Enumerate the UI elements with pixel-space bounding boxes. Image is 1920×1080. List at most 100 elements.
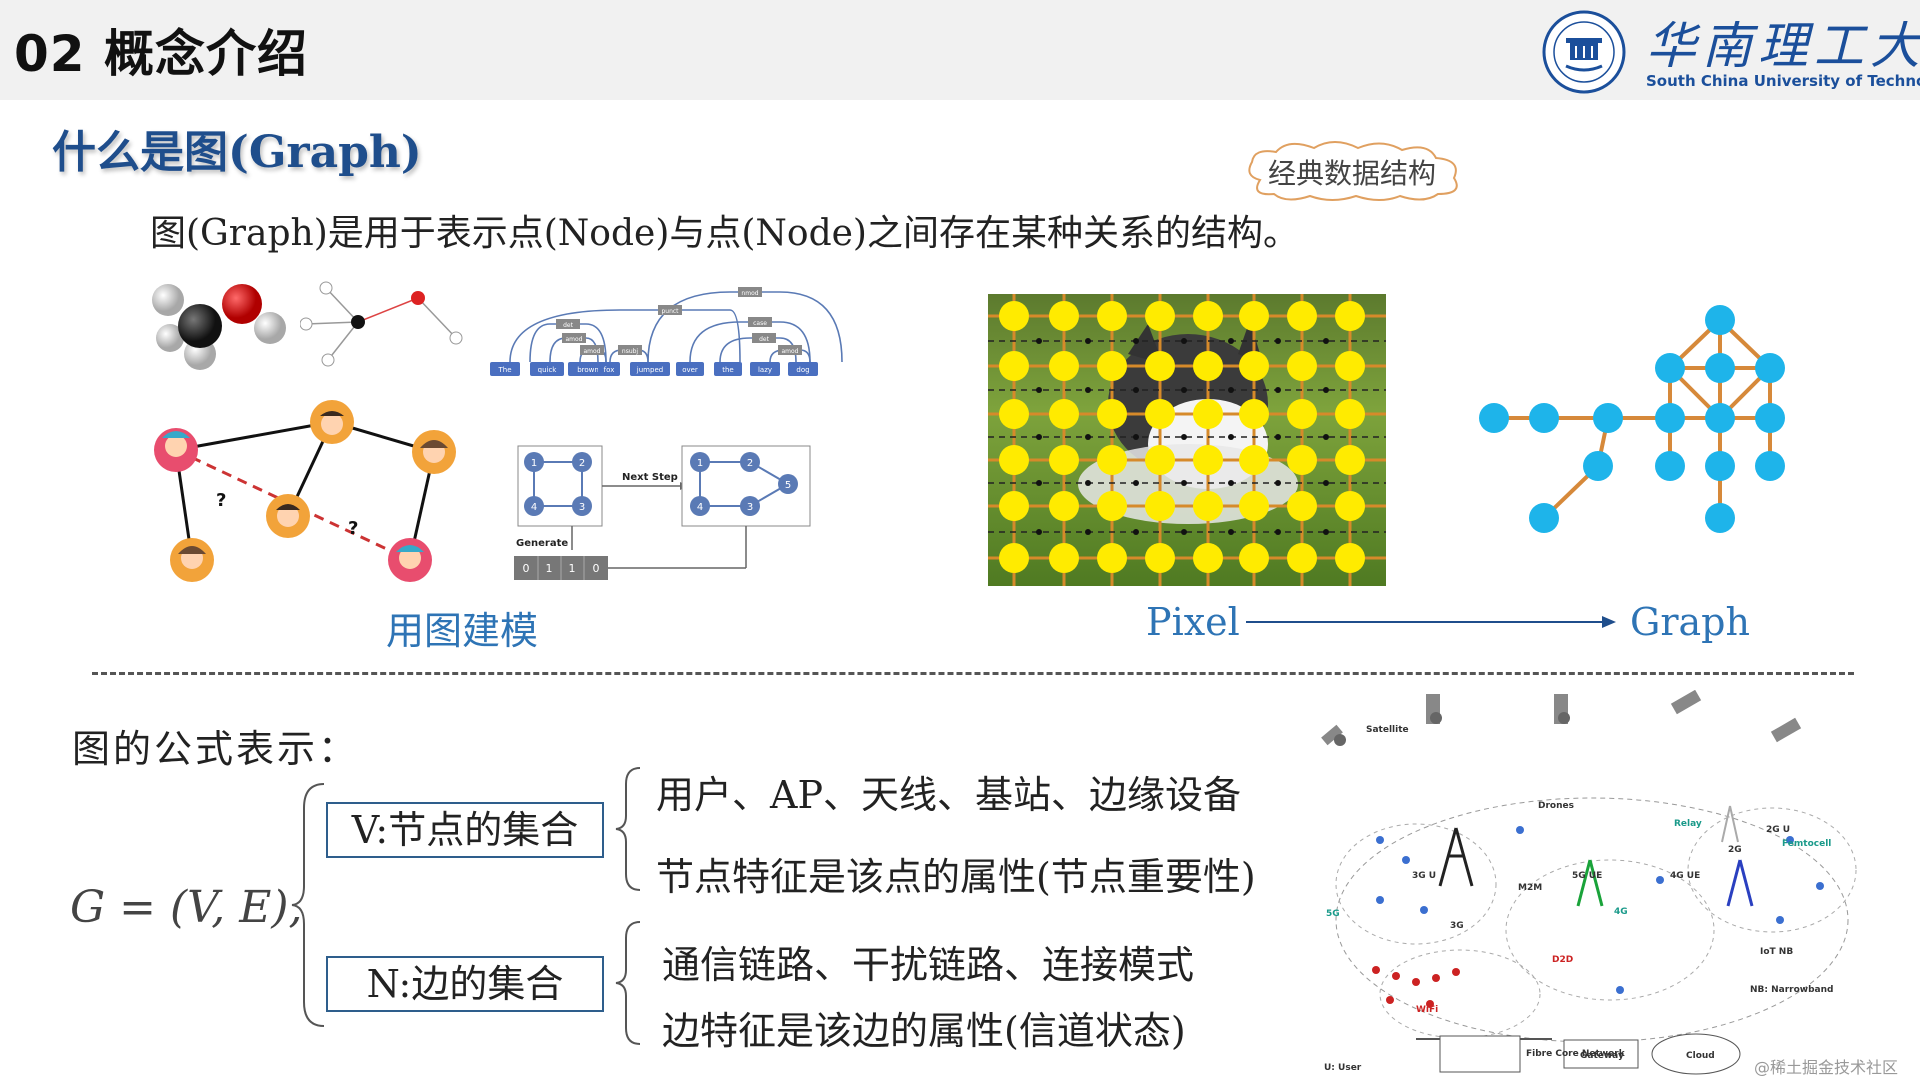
pixel-node [999, 399, 1029, 429]
unknown-link-mark: ? [348, 518, 358, 539]
network-label: Gateway [1580, 1051, 1624, 1061]
sentence-word-token: dog [788, 362, 818, 376]
sentence-word-token: quick [530, 362, 564, 376]
graph-node [778, 474, 798, 494]
person-avatar-icon [310, 400, 354, 444]
vertex-item: 节点特征是该点的属性(节点重要性) [656, 855, 1256, 899]
pixel-node [1097, 301, 1127, 331]
node-number: 4 [531, 502, 537, 513]
edge-item: 通信链路、干扰链路、连接模式 [662, 943, 1195, 987]
svg-text:det: det [759, 336, 770, 343]
graph-generation-diagram: 1 2 3 4 Next Step 1 2 3 4 5 Generate 0 1… [514, 445, 811, 580]
pixel-node [1335, 445, 1365, 475]
caption-graph: Graph [1630, 600, 1750, 644]
pixel-node [1335, 351, 1365, 381]
network-label: WiFi [1416, 1005, 1438, 1015]
pixel-node [999, 491, 1029, 521]
node-number: 2 [747, 458, 753, 469]
svg-text:jumped: jumped [636, 366, 663, 374]
pixel-node [1193, 351, 1223, 381]
svg-text:over: over [682, 366, 698, 374]
sentence-word-token: jumped [630, 362, 670, 376]
network-label: Drones [1538, 801, 1574, 811]
network-label: Cloud [1686, 1051, 1715, 1061]
sentence-word-token: lazy [750, 362, 780, 376]
pixel-node [1049, 445, 1079, 475]
network-label: 3G U [1412, 871, 1436, 881]
adjacency-bit: 1 [569, 562, 576, 575]
molecule-illustration [152, 284, 286, 370]
network-label: IoT NB [1760, 947, 1793, 957]
node-number: 3 [579, 502, 585, 513]
network-label: Fibre Core Network [1526, 1049, 1626, 1059]
graph-node [524, 496, 544, 516]
next-step-label: Next Step [622, 472, 678, 483]
sentence-word-token: over [676, 362, 704, 376]
person-avatar-icon [412, 430, 456, 474]
network-label: Satellite [1366, 725, 1409, 735]
pixel-node [1049, 399, 1079, 429]
graph-definition: 图(Graph)是用于表示点(Node)与点(Node)之间存在某种关系的结构。 [150, 213, 1299, 254]
pixel-node [1287, 491, 1317, 521]
graph-node [572, 496, 592, 516]
pixel-node [999, 445, 1029, 475]
adjacency-bit: 0 [593, 562, 600, 575]
formula-title: 图的公式表示： [72, 727, 360, 771]
satellite-icon [1770, 717, 1802, 743]
svg-text:The: The [497, 366, 511, 374]
arc-relation-label: amod [778, 345, 802, 355]
pixel-node [1193, 491, 1223, 521]
node-number: 1 [697, 458, 703, 469]
svg-text:nmod: nmod [741, 290, 758, 297]
svg-text:nsubj: nsubj [622, 348, 639, 355]
sentence-word-token: The [490, 362, 520, 376]
svg-text:case: case [753, 320, 767, 327]
pixel-node [1287, 301, 1317, 331]
watermark: @稀土掘金技术社区 [1754, 1058, 1899, 1077]
pixel-node [1193, 445, 1223, 475]
caption-graph-modeling: 用图建模 [386, 609, 539, 653]
network-label: 5G UE [1572, 871, 1602, 881]
pixel-node [1145, 399, 1175, 429]
network-label: 2G U [1766, 825, 1790, 835]
adjacency-bit: 0 [523, 562, 530, 575]
small-node-graph [300, 281, 463, 367]
svg-text:brown: brown [577, 366, 599, 374]
pixel-node [1097, 543, 1127, 573]
pixel-node [1239, 491, 1269, 521]
network-label: U: User [1324, 1063, 1362, 1073]
generate-label: Generate [516, 538, 568, 549]
pixel-node [1193, 301, 1223, 331]
graph-node [740, 496, 760, 516]
pixel-node [1145, 301, 1175, 331]
svg-text:amod: amod [781, 348, 798, 355]
person-avatar-icon [266, 494, 310, 538]
network-label: 4G UE [1670, 871, 1700, 881]
pixel-node [1097, 399, 1127, 429]
arc-relation-label: nmod [738, 287, 762, 297]
svg-text:lazy: lazy [758, 366, 772, 374]
pixel-node [1239, 351, 1269, 381]
pixel-node [1049, 543, 1079, 573]
edge-set-box: N:边的集合 [326, 956, 604, 1012]
arc-relation-label: punct [658, 305, 682, 315]
university-name-en: South China University of Technology [1646, 72, 1920, 90]
network-label: NB: Narrowband [1750, 985, 1833, 995]
pixel-node [1193, 543, 1223, 573]
main-brace [291, 783, 325, 1027]
arc-relation-label: case [748, 317, 772, 327]
arc-relation-label: nsubj [618, 345, 642, 355]
cloud-callout-label: 经典数据结构 [1267, 157, 1436, 190]
graph-node [740, 452, 760, 472]
node-number: 5 [785, 480, 791, 491]
sentence-word-token: fox [598, 362, 620, 376]
pixel-to-graph-arrow [1246, 616, 1616, 628]
graph-node [690, 496, 710, 516]
pixel-node [1097, 351, 1127, 381]
person-avatar-icon [170, 538, 214, 582]
unknown-link-mark: ? [216, 490, 226, 511]
pixel-node [1335, 543, 1365, 573]
pixel-node [999, 301, 1029, 331]
node-number: 4 [697, 502, 703, 513]
